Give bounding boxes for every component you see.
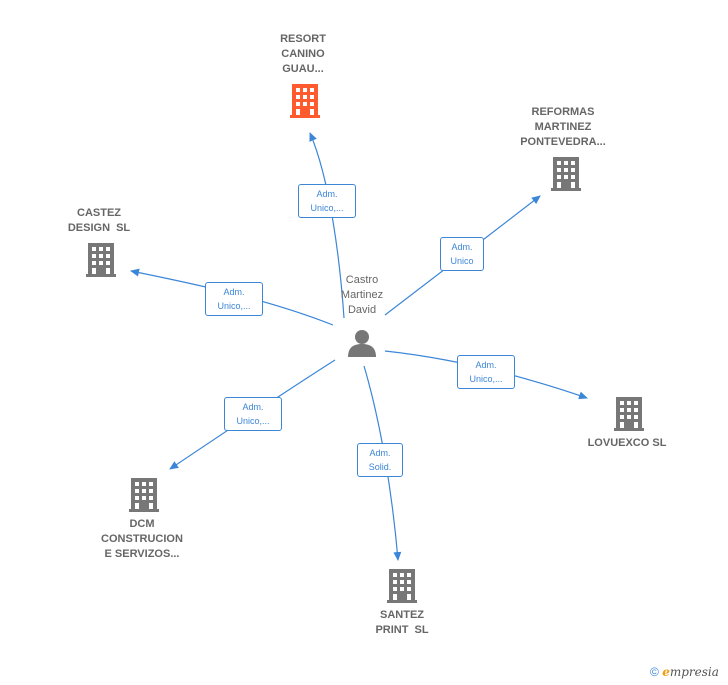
edge-label-dcm[interactable]: Adm. Unico,... (224, 397, 282, 431)
person-name-label[interactable]: Castro Martinez David (340, 274, 384, 316)
company-label-resort[interactable]: RESORT CANINO GUAU... (280, 33, 326, 75)
edge-label-reformas[interactable]: Adm. Unico (440, 237, 484, 271)
building-icon (551, 157, 581, 191)
company-label-santez[interactable]: SANTEZ PRINT SL (375, 609, 429, 636)
copyright-icon: © (650, 665, 659, 679)
brand-logo: empresia (662, 665, 719, 679)
building-icon (86, 243, 116, 277)
person-icon (348, 330, 376, 357)
footer-brand: © empresia (650, 665, 719, 679)
company-label-reformas[interactable]: REFORMAS MARTINEZ PONTEVEDRA... (520, 106, 606, 148)
building-icon (290, 84, 320, 118)
building-icon (129, 478, 159, 512)
edge-label-resort[interactable]: Adm. Unico,... (298, 184, 356, 218)
edge-label-castez[interactable]: Adm. Unico,... (205, 282, 263, 316)
company-label-dcm[interactable]: DCM CONSTRUCION E SERVIZOS... (101, 518, 183, 560)
building-icon (387, 569, 417, 603)
building-icon (614, 397, 644, 431)
edge-label-santez[interactable]: Adm. Solid. (357, 443, 403, 477)
edge-label-lovuexco[interactable]: Adm. Unico,... (457, 355, 515, 389)
company-label-castez[interactable]: CASTEZ DESIGN SL (67, 207, 131, 234)
company-label-lovuexco[interactable]: LOVUEXCO SL (587, 437, 667, 449)
edge-resort (309, 132, 345, 319)
